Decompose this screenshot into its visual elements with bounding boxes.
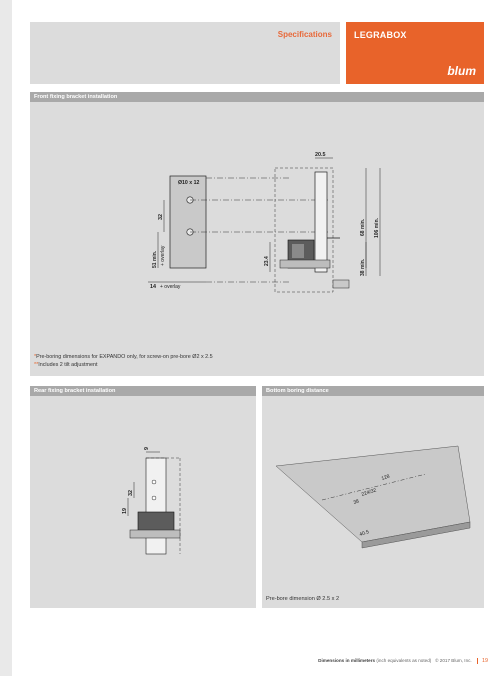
brand-box: LEGRABOX blum xyxy=(346,22,484,84)
rear-bracket xyxy=(137,511,175,533)
bottom-dim-38: 38 xyxy=(353,498,360,505)
rear-dim-9: 9 xyxy=(144,447,150,450)
footer-qualifier: (inch equivalents as noted) xyxy=(376,658,432,663)
header-band: Specifications xyxy=(30,22,340,84)
bottom-dim-128: 128 xyxy=(381,474,391,482)
page-number: 19 xyxy=(477,658,488,664)
dim-overlay-vertical: + overlay xyxy=(160,245,166,266)
bottom-panel-title: Bottom boring distance xyxy=(262,386,484,396)
cabinet-side-outline xyxy=(274,167,334,293)
dim-38-min: 38 min. xyxy=(360,258,366,276)
bottom-boring-panel: Bottom boring distance 128 224/32 38 40.… xyxy=(262,386,484,608)
rear-cabinet-side xyxy=(145,457,167,555)
footer-copyright: © 2017 Blum, Inc. xyxy=(435,658,472,663)
front-panel-title: Front fixing bracket installation xyxy=(30,92,484,102)
note-tilt: **Includes 2 tilt adjustment xyxy=(34,362,98,368)
drawer-side-profile xyxy=(314,171,328,273)
rear-dim-32: 32 xyxy=(128,490,134,496)
dim-14: 14 xyxy=(150,284,156,290)
rear-bracket-diagram: 9 32 19 xyxy=(122,447,181,555)
section-title: Specifications xyxy=(277,30,332,39)
bottom-dim-40-5: 40.5 xyxy=(359,529,370,538)
bottom-note: Pre-bore dimension Ø 2.5 x 2 xyxy=(266,596,340,602)
front-bracket-diagram: Ø10 x 12 32 51 min. + overlay 14 + overl… xyxy=(148,152,381,293)
catalog-page: Specifications LEGRABOX blum Front fixin… xyxy=(12,0,492,676)
footer-label: Dimensions in millimeters xyxy=(318,658,376,663)
dim-23-4: 23.4 xyxy=(264,256,270,266)
dim-106-min: 106 min. xyxy=(374,217,380,238)
front-panel-plate xyxy=(169,175,207,269)
dim-20-5: 20.5 xyxy=(315,152,326,158)
blum-logo: blum xyxy=(447,64,476,78)
dim-68-min: 68 min. xyxy=(360,218,366,236)
dim-51-min: 51 min. xyxy=(152,250,158,268)
note-pre-boring: *Pre-boring dimensions for EXPANDO only,… xyxy=(34,354,213,360)
bottom-boring-diagram: 128 224/32 38 40.5 xyxy=(275,445,471,549)
dim-32-front: 32 xyxy=(158,214,164,220)
rear-bracket-panel: Rear fixing bracket installation 9 32 19 xyxy=(30,386,256,608)
rear-dim-19: 19 xyxy=(122,508,128,514)
page-footer: Dimensions in millimeters (inch equivale… xyxy=(12,658,488,668)
front-bracket-panel: Front fixing bracket installation Ø10 x … xyxy=(30,92,484,376)
dim-overlay-horizontal: + overlay xyxy=(160,284,181,290)
product-name: LEGRABOX xyxy=(354,30,407,40)
rear-panel-title: Rear fixing bracket installation xyxy=(30,386,256,396)
bottom-dim-224: 224/32 xyxy=(361,487,378,497)
hole-size-label: Ø10 x 12 xyxy=(178,180,199,186)
